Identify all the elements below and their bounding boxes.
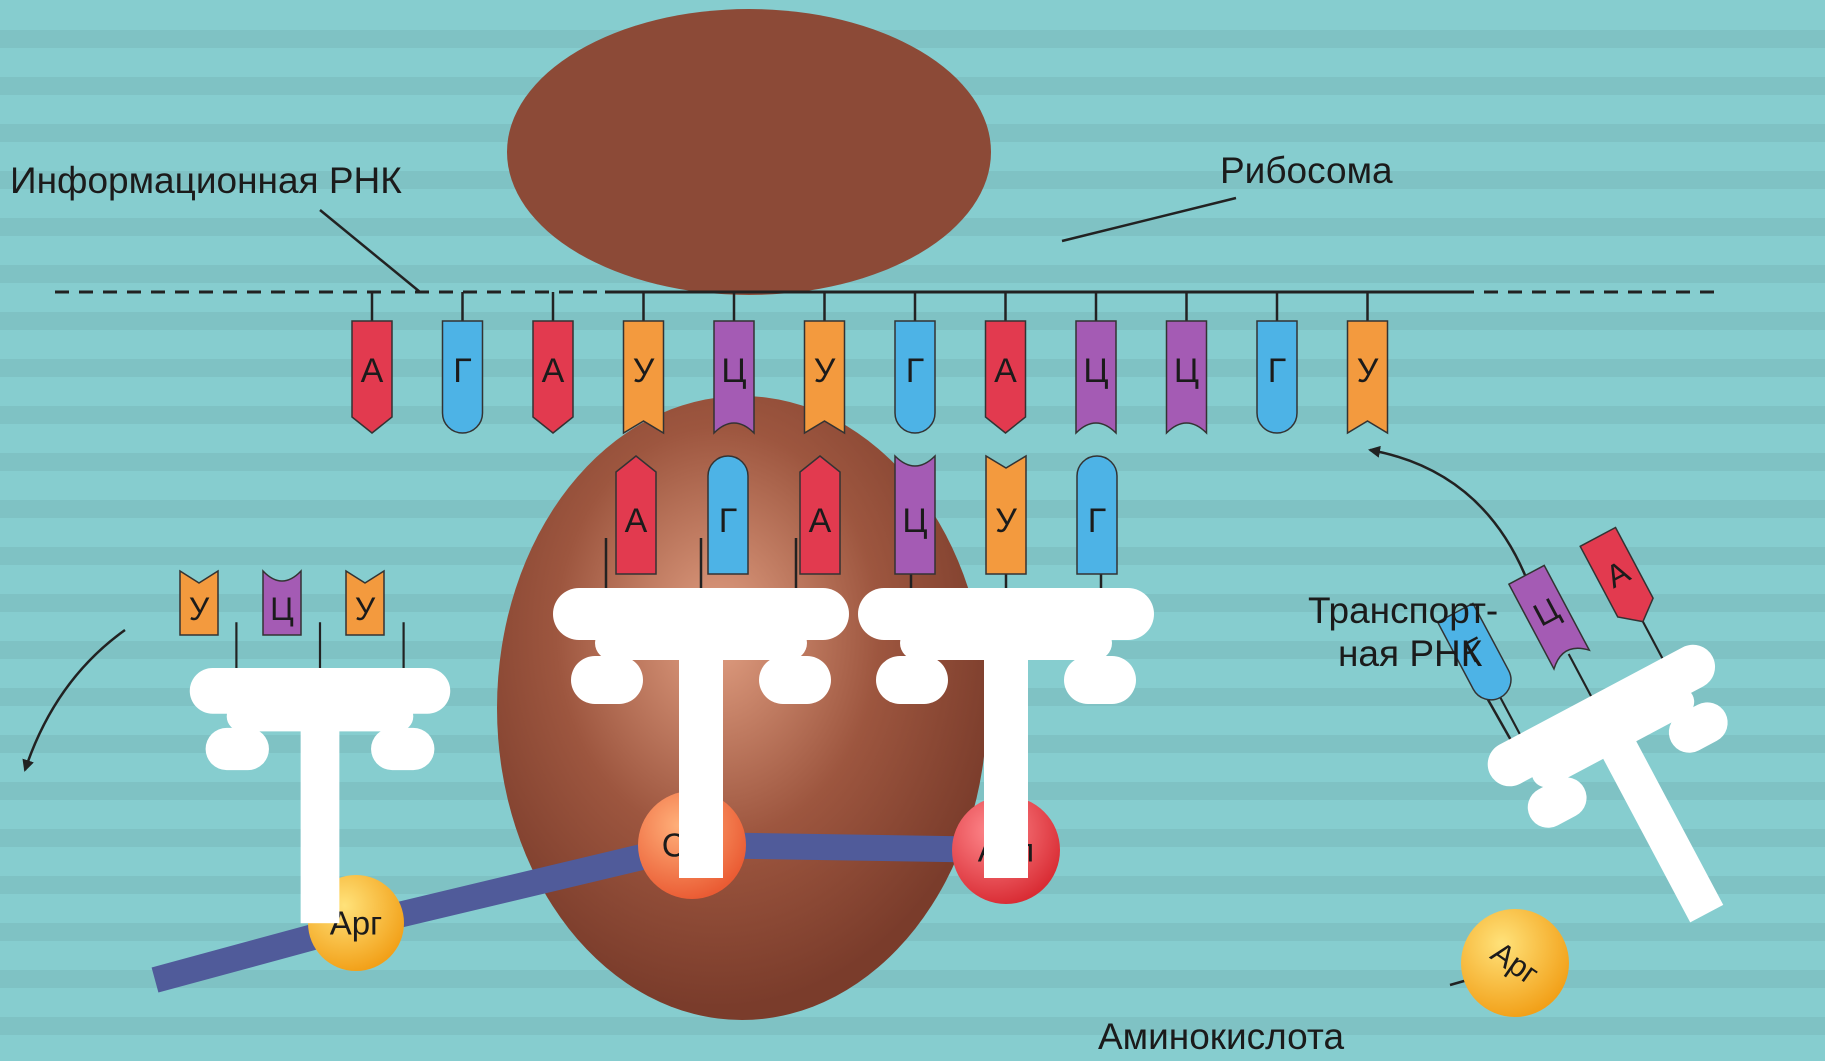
- anticodon-tag: А: [616, 456, 656, 574]
- anticodon-tag-letter: У: [995, 502, 1017, 540]
- mrna-nucleotide: У: [624, 321, 664, 433]
- anticodon-tag: У: [986, 456, 1026, 574]
- mrna-nucleotide-letter: Г: [1268, 352, 1286, 390]
- leaving-anticodon-tag-letter: У: [189, 591, 210, 627]
- anticodon-tag: А: [800, 456, 840, 574]
- trna-label-line2: ная РНК: [1308, 633, 1498, 676]
- mrna-nucleotide-letter: У: [814, 352, 836, 390]
- anticodon-tag-letter: Г: [1088, 502, 1106, 540]
- mrna-nucleotide: А: [986, 321, 1026, 433]
- anticodon-tag: Г: [708, 456, 748, 574]
- mrna-nucleotide: А: [352, 321, 392, 433]
- amino-acid-label: Аминокислота: [1098, 1016, 1344, 1059]
- mrna-nucleotide-letter: Г: [906, 352, 924, 390]
- mrna-nucleotide-letter: Ц: [721, 352, 746, 390]
- mrna-nucleotide-letter: Ц: [1083, 352, 1108, 390]
- trna-leaving-right-arm: [371, 728, 434, 770]
- mrna-nucleotide: Г: [443, 321, 483, 433]
- mrna-nucleotide: У: [1348, 321, 1388, 433]
- trna-leaving-left-arm: [206, 728, 269, 770]
- trna-label: Транспорт- ная РНК: [1308, 590, 1498, 675]
- mrna-nucleotide-letter: А: [361, 352, 384, 390]
- leaving-anticodon-tag: Ц: [263, 571, 301, 635]
- mrna-label: Информационная РНК: [10, 160, 402, 203]
- ribosome-small-subunit: [507, 9, 991, 295]
- mrna-nucleotide: Ц: [1167, 321, 1207, 433]
- anticodon-tag-letter: А: [809, 502, 832, 540]
- anticodon-tag: Г: [1077, 456, 1117, 574]
- trna-ribosome-2-left-arm: [876, 656, 948, 704]
- mrna-nucleotide-letter: У: [1357, 352, 1379, 390]
- anticodon-tag: Ц: [895, 456, 935, 574]
- trna-ribosome-1-right-arm: [759, 656, 831, 704]
- mrna-nucleotide: Ц: [714, 321, 754, 433]
- anticodon-tag-letter: Ц: [902, 502, 927, 540]
- trna-ribosome-1-left-arm: [571, 656, 643, 704]
- mrna-nucleotide-letter: Г: [453, 352, 471, 390]
- leaving-anticodon-tag-letter: У: [355, 591, 376, 627]
- mrna-nucleotide: Г: [895, 321, 935, 433]
- anticodon-tag-letter: А: [625, 502, 648, 540]
- anticodon-tag-letter: Г: [719, 502, 737, 540]
- trna-ribosome-2-right-arm: [1064, 656, 1136, 704]
- trna-ribosome-2-stem: [984, 628, 1028, 878]
- leaving-anticodon-tag-letter: Ц: [270, 591, 294, 627]
- mrna-nucleotide-letter: Ц: [1174, 352, 1199, 390]
- leaving-anticodon-tag: У: [180, 571, 218, 635]
- mrna-nucleotide-letter: А: [542, 352, 565, 390]
- incoming-anticodon-tag: А: [1580, 528, 1660, 632]
- mrna-nucleotide-letter: А: [994, 352, 1017, 390]
- trna-incoming-left-arm: [1521, 770, 1594, 835]
- mrna-nucleotide: Ц: [1076, 321, 1116, 433]
- mrna-nucleotide: У: [805, 321, 845, 433]
- leaving-anticodon-tag: У: [346, 571, 384, 635]
- trna-label-line1: Транспорт-: [1308, 590, 1498, 633]
- mrna-nucleotide: А: [533, 321, 573, 433]
- ribosome-label: Рибосома: [1220, 150, 1393, 193]
- mrna-nucleotide-letter: У: [633, 352, 655, 390]
- mrna-nucleotide: Г: [1257, 321, 1297, 433]
- trna-ribosome-1-stem: [679, 628, 723, 878]
